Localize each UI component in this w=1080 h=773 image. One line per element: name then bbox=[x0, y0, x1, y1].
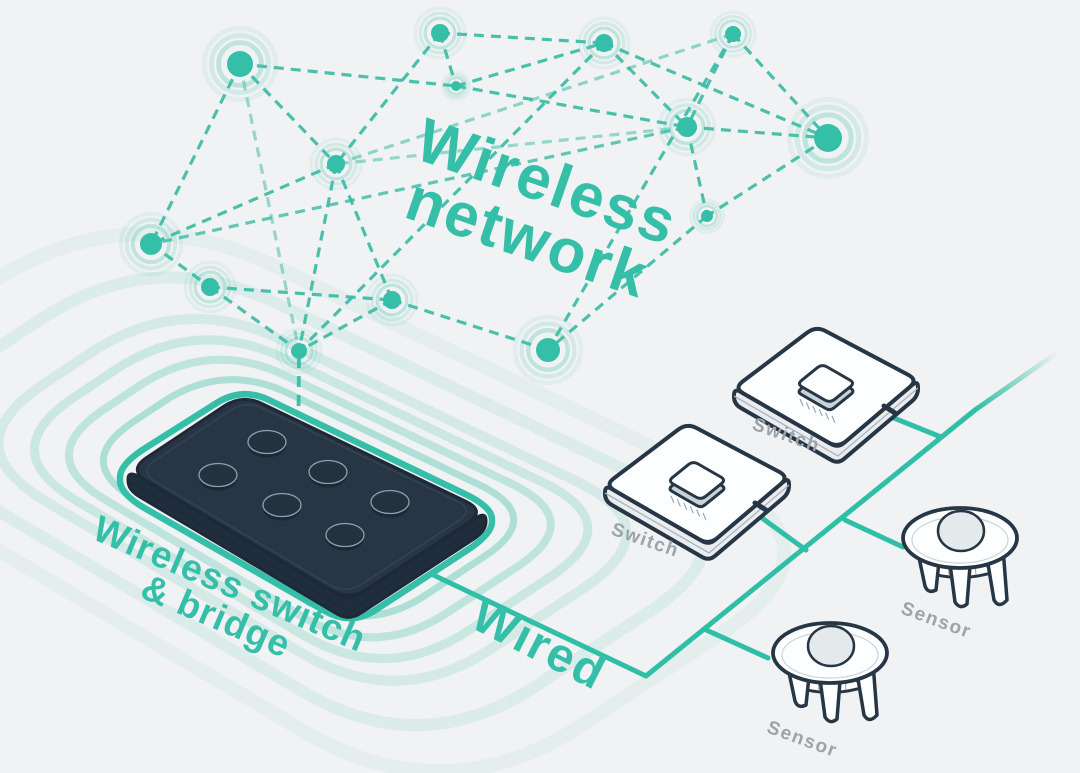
light-switch-device-1 bbox=[732, 326, 920, 464]
motion-sensor-device-1 bbox=[901, 506, 1019, 609]
motion-sensor-device-2 bbox=[771, 621, 889, 724]
light-switch-device-2 bbox=[603, 423, 791, 561]
wireless-mesh-network bbox=[118, 6, 870, 478]
wired-network-lines bbox=[424, 349, 1060, 679]
wireless-switch-bridge-device bbox=[116, 391, 496, 622]
